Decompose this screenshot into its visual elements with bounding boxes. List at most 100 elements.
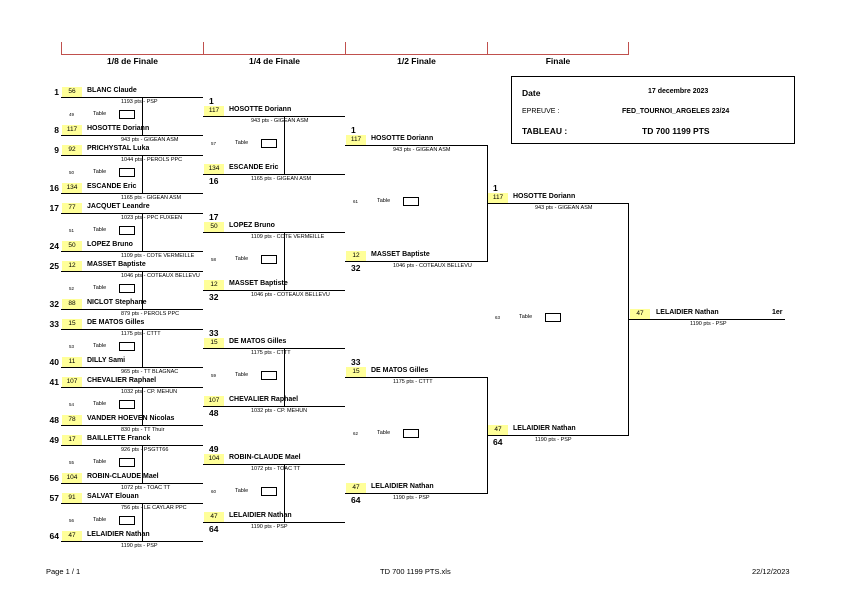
bracket-line <box>61 97 203 98</box>
player-club-info: 1046 pts - COTEAUX BELLEVU <box>251 292 330 298</box>
bracket-line <box>345 145 487 146</box>
points-badge: 12 <box>346 251 366 261</box>
bracket-line <box>61 445 203 446</box>
bracket-line <box>61 309 203 310</box>
match-number: 57 <box>211 141 217 146</box>
player-club-info: 1190 pts - PSP <box>121 543 158 549</box>
seed-number: 17 <box>49 203 59 213</box>
seed-number: 64 <box>493 437 503 447</box>
points-badge: 117 <box>488 193 508 203</box>
seed-number: 33 <box>209 328 219 338</box>
seed-number: 40 <box>49 357 59 367</box>
table-label: Table <box>235 256 249 262</box>
bracket-line <box>203 348 345 349</box>
bracket-line <box>142 387 143 426</box>
match-number: 51 <box>69 228 75 233</box>
table-label: Table <box>93 517 107 523</box>
points-badge: 12 <box>62 261 82 271</box>
player-club-info: 926 pts - PSGTT66 <box>121 447 169 453</box>
player-name: JACQUET Leandre <box>87 203 150 210</box>
seed-number: 24 <box>49 241 59 251</box>
bracket-line <box>203 464 345 465</box>
player-name: BLANC Claude <box>87 87 137 94</box>
table-box <box>403 197 419 206</box>
points-badge: 47 <box>346 483 366 493</box>
match-number: 63 <box>495 315 501 320</box>
round-header-sf: 1/2 Finale <box>397 56 436 66</box>
seed-number: 64 <box>351 495 361 505</box>
table-label: Table <box>93 401 107 407</box>
seed-number: 16 <box>49 183 59 193</box>
table-label: Table <box>93 343 107 349</box>
player-name: LELAIDIER Nathan <box>371 483 434 490</box>
table-box <box>261 371 277 380</box>
bracket-line <box>61 483 203 484</box>
player-club-info: 1190 pts - PSP <box>251 524 288 530</box>
seed-number: 48 <box>209 408 219 418</box>
seed-number: 32 <box>49 299 59 309</box>
bracket-line <box>142 213 143 252</box>
header-tick <box>61 42 62 55</box>
player-club-info: 756 pts - LE CAYLAR PPC <box>121 505 187 511</box>
points-badge: 47 <box>204 512 224 522</box>
player-club-info: 1175 pts - CTTT <box>393 379 433 385</box>
seed-number: 9 <box>54 145 59 155</box>
bracket-line <box>203 232 345 233</box>
player-name: DE MATOS Gilles <box>87 319 145 326</box>
winner-rank: 1er <box>772 309 783 316</box>
seed-number: 16 <box>209 176 219 186</box>
bracket-line <box>61 329 203 330</box>
table-box <box>545 313 561 322</box>
player-name: LOPEZ Bruno <box>87 241 133 248</box>
bracket-line <box>345 261 487 262</box>
bracket-line <box>61 387 203 388</box>
bracket-line <box>142 271 143 310</box>
points-badge: 104 <box>62 473 82 483</box>
player-name: HOSOTTE Doriann <box>513 193 576 200</box>
bracket-line <box>284 232 285 291</box>
seed-number: 1 <box>493 183 498 193</box>
file-name: TD 700 1199 PTS.xls <box>380 567 451 576</box>
match-number: 55 <box>69 460 75 465</box>
tournament-info-box: Date 17 decembre 2023 EPREUVE : FED_TOUR… <box>511 76 795 144</box>
bracket-line <box>61 271 203 272</box>
match-number: 53 <box>69 344 75 349</box>
round-header-final: Finale <box>545 56 571 66</box>
player-club-info: 1023 pts - PPC FUXEEN <box>121 215 183 221</box>
table-box <box>119 226 135 235</box>
player-name: ROBIN-CLAUDE Mael <box>229 454 301 461</box>
points-badge: 104 <box>204 454 224 464</box>
table-box <box>261 255 277 264</box>
bracket-line <box>61 193 203 194</box>
header-tick <box>628 42 629 55</box>
bracket-line <box>61 541 203 542</box>
match-number: 62 <box>353 431 359 436</box>
player-name: DE MATOS Gilles <box>229 338 287 345</box>
seed-number: 25 <box>49 261 59 271</box>
seed-number: 32 <box>209 292 219 302</box>
table-box <box>119 342 135 351</box>
bracket-line <box>61 251 203 252</box>
header-tick <box>203 42 204 55</box>
seed-number: 57 <box>49 493 59 503</box>
table-box <box>119 458 135 467</box>
seed-number: 48 <box>49 415 59 425</box>
player-club-info: 1032 pts - CP. MEHUN <box>121 389 178 395</box>
player-club-info: 943 pts - GIGEAN ASM <box>251 118 309 124</box>
header-tick <box>345 42 346 55</box>
bracket-line <box>61 135 203 136</box>
player-club-info: 1109 pts - COTE VERMEILLE <box>251 234 325 240</box>
seed-number: 8 <box>54 125 59 135</box>
seed-number: 64 <box>209 524 219 534</box>
points-badge: 107 <box>62 377 82 387</box>
player-club-info: 1190 pts - PSP <box>690 321 727 327</box>
match-number: 61 <box>353 199 359 204</box>
player-name: DE MATOS Gilles <box>371 367 429 374</box>
epreuve-value: FED_TOURNOI_ARGELES 23/24 <box>622 108 730 115</box>
player-name: LELAIDIER Nathan <box>229 512 292 519</box>
table-label: Table <box>93 459 107 465</box>
match-number: 56 <box>69 518 75 523</box>
table-box <box>119 400 135 409</box>
points-badge: 78 <box>62 415 82 425</box>
table-label: Table <box>377 430 391 436</box>
